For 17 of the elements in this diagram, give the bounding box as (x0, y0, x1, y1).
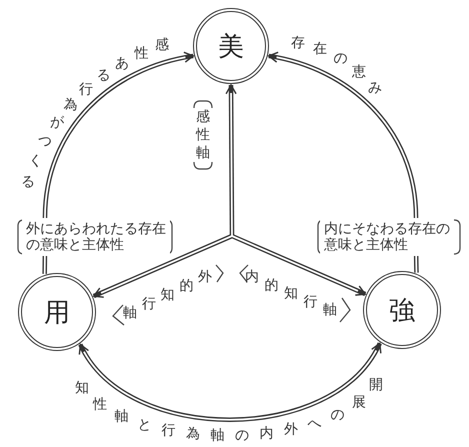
circle-node: 強 (363, 271, 441, 349)
circle-node: 美 (193, 8, 269, 84)
edge-label: 感性軸 (196, 109, 210, 161)
edge-label: 内的知行軸 (245, 269, 337, 318)
arrow (268, 52, 419, 273)
arrow (92, 234, 233, 298)
circle-node: 用 (18, 273, 96, 351)
arrow (78, 342, 382, 422)
edge-label: 存在の恵み (291, 35, 382, 96)
edge-label: 外的知行軸 (123, 269, 212, 321)
arrow (225, 84, 237, 236)
arrow (42, 52, 194, 274)
edge-label: 感性ある行為がつくる (21, 37, 169, 190)
edge-label: 知性軸と行為軸の内外への展開 (75, 377, 383, 444)
arrow (231, 234, 366, 296)
note-text: 外にあらわれたる存在の意味と主体性 (26, 221, 168, 253)
note-text: 内にそなわる存在の意味と主体性 (324, 221, 452, 253)
